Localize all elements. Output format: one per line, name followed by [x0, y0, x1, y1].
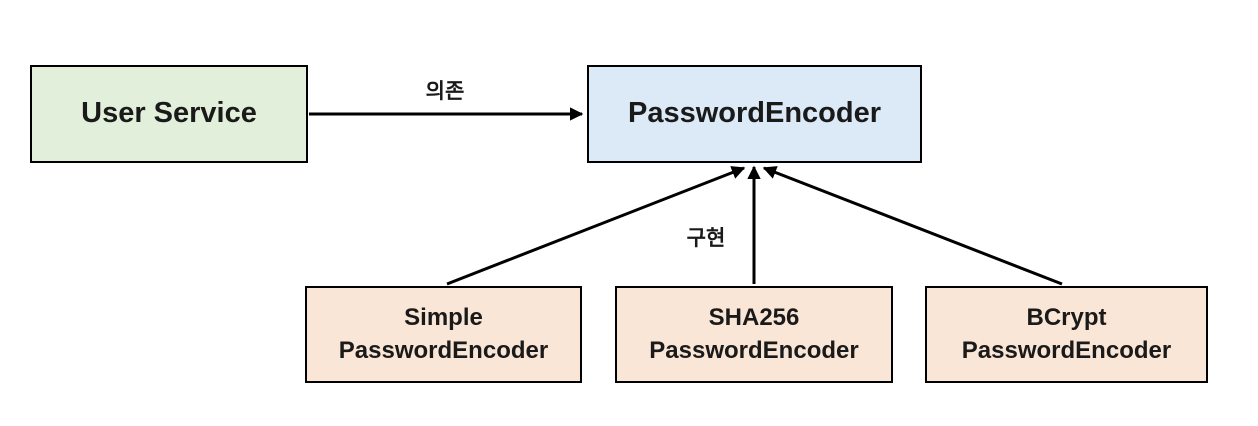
dependency-edge-label: 의존 — [425, 80, 465, 103]
node-password-encoder: PasswordEncoder — [587, 65, 922, 163]
node-user-service: User Service — [30, 65, 308, 163]
implementation-arrow-bcrypt — [762, 166, 1063, 286]
implementation-edge-label: 구현 — [686, 227, 726, 250]
node-bcrypt-password-encoder: BCrypt PasswordEncoder — [925, 286, 1208, 383]
node-simple-password-encoder: Simple PasswordEncoder — [305, 286, 582, 383]
node-sha256-password-encoder: SHA256 PasswordEncoder — [615, 286, 893, 383]
